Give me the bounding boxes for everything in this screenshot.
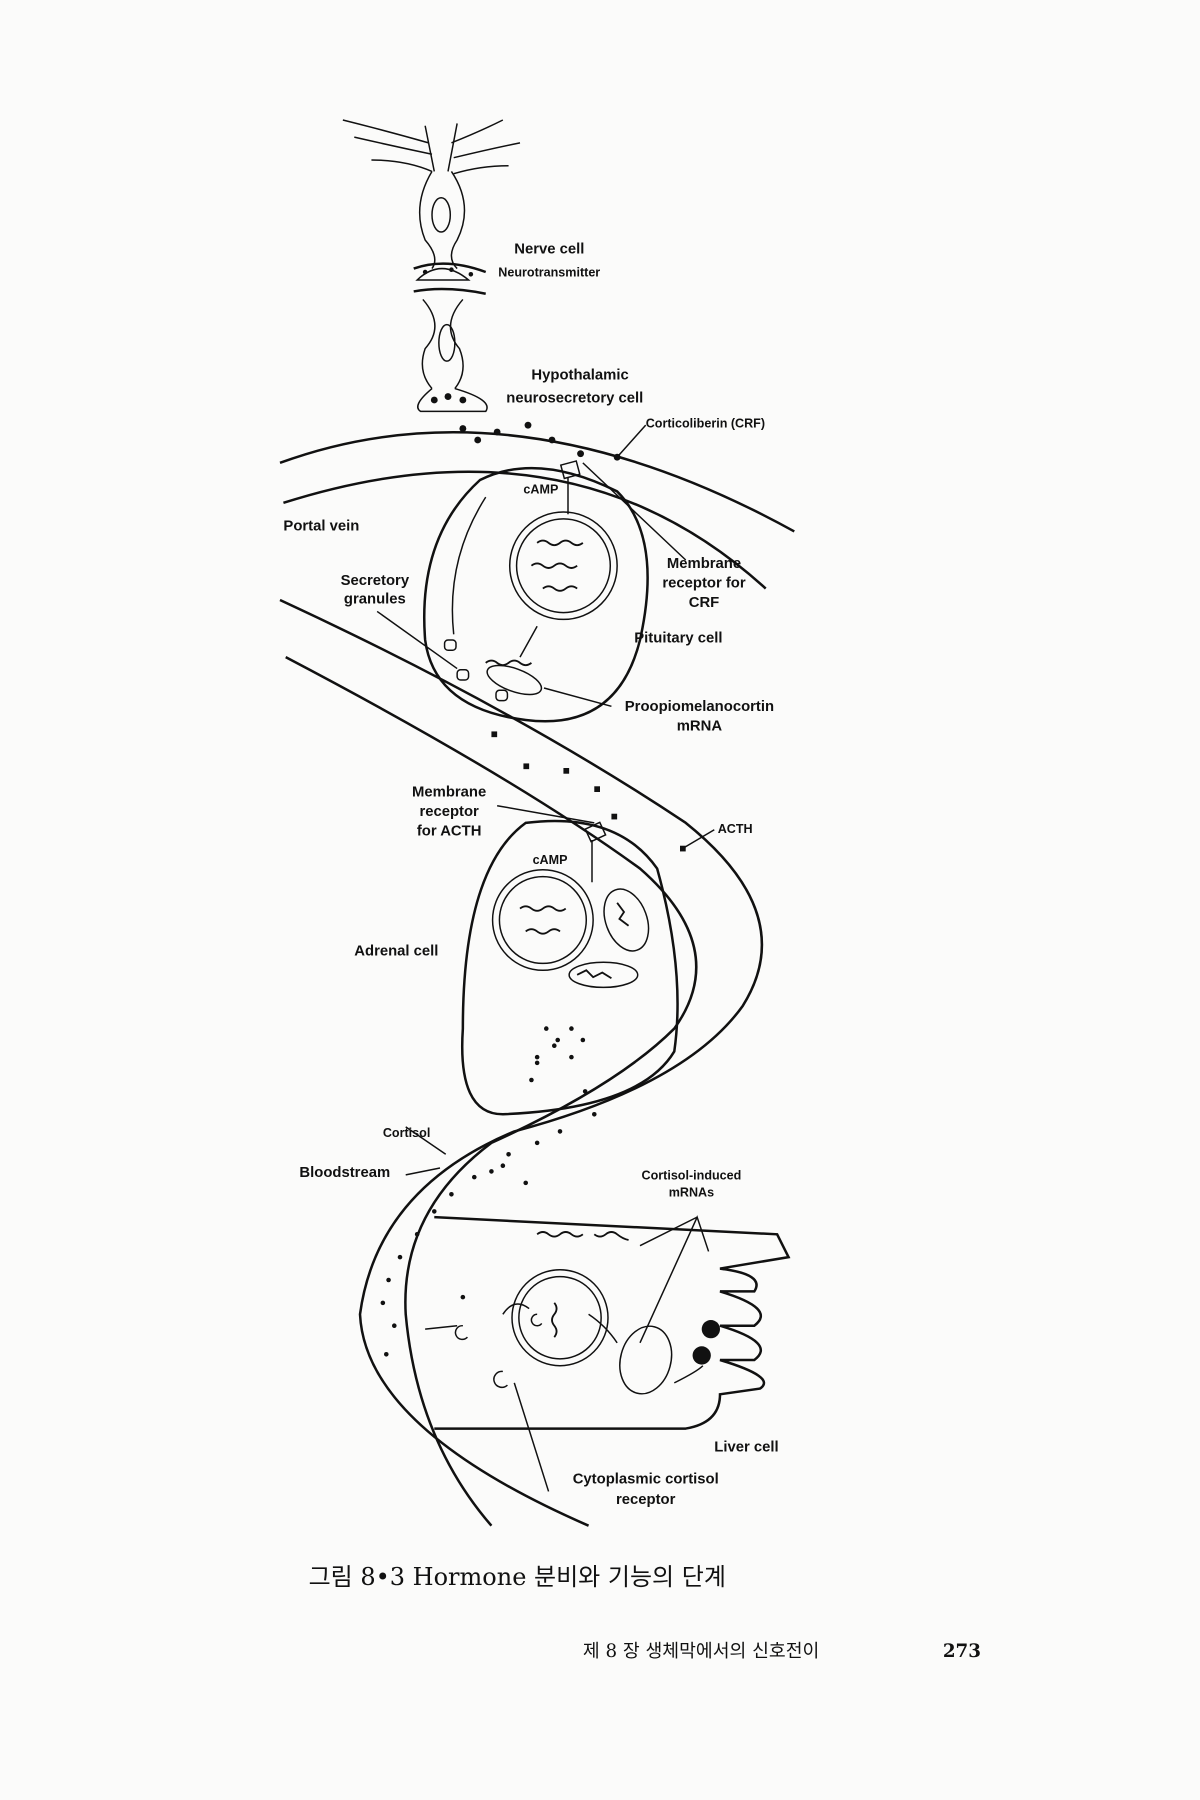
label-granules: granules [344,591,406,607]
label-cortisol-mrnas: Cortisol-induced [642,1168,742,1182]
label-neurosecretory-cell: neurosecretory cell [506,390,643,406]
label-pituitary-cell: Pituitary cell [634,630,722,646]
label-secretory: Secretory [341,573,410,589]
label-hypothalamic: Hypothalamic [531,367,628,383]
cortisol-dots [380,1026,597,1357]
liver-cell [425,1215,791,1492]
acth-granules [491,731,686,852]
labels: Nerve cell Neurotransmitter Hypothalamic… [283,242,778,1508]
label-camp-pituitary: cAMP [523,483,558,497]
label-cortisol-mrnas-2: mRNAs [669,1186,714,1200]
label-acth: ACTH [718,822,753,836]
label-receptor-crf-2: receptor for [662,575,746,591]
label-receptor-crf-3: CRF [689,595,720,611]
label-bloodstream: Bloodstream [299,1165,390,1181]
label-liver-cell: Liver cell [714,1439,778,1455]
pituitary-cell [376,460,687,723]
figure-caption: 그림 8•3 Hormone 분비와 기능의 단계 [309,1563,726,1591]
label-receptor-acth-2: receptor [419,804,479,820]
label-receptor-crf: Membrane [667,556,741,572]
label-nerve-cell: Nerve cell [514,242,584,258]
label-pomc: Proopiomelanocortin [625,699,774,715]
label-pomc-mrna: mRNA [677,718,723,734]
label-cytoplasmic-receptor: Cytoplasmic cortisol [573,1471,719,1487]
label-cytoplasmic-receptor-2: receptor [616,1492,676,1508]
portal-vein [279,421,795,590]
label-adrenal-cell: Adrenal cell [354,943,438,959]
chapter-header: 제 8 장 생체막에서의 신호전이 [583,1641,820,1662]
label-receptor-acth-3: for ACTH [417,823,482,839]
adrenal-cell [460,804,679,1116]
nerve-cell [342,119,521,413]
label-neurotransmitter: Neurotransmitter [498,266,600,280]
label-cortisol: Cortisol [383,1126,430,1140]
label-receptor-acth: Membrane [412,785,486,801]
label-portal-vein: Portal vein [283,518,359,534]
label-camp-adrenal: cAMP [533,853,568,867]
bloodstream [279,598,764,1527]
label-crf: Corticoliberin (CRF) [646,416,765,430]
page-number: 273 [943,1641,981,1662]
